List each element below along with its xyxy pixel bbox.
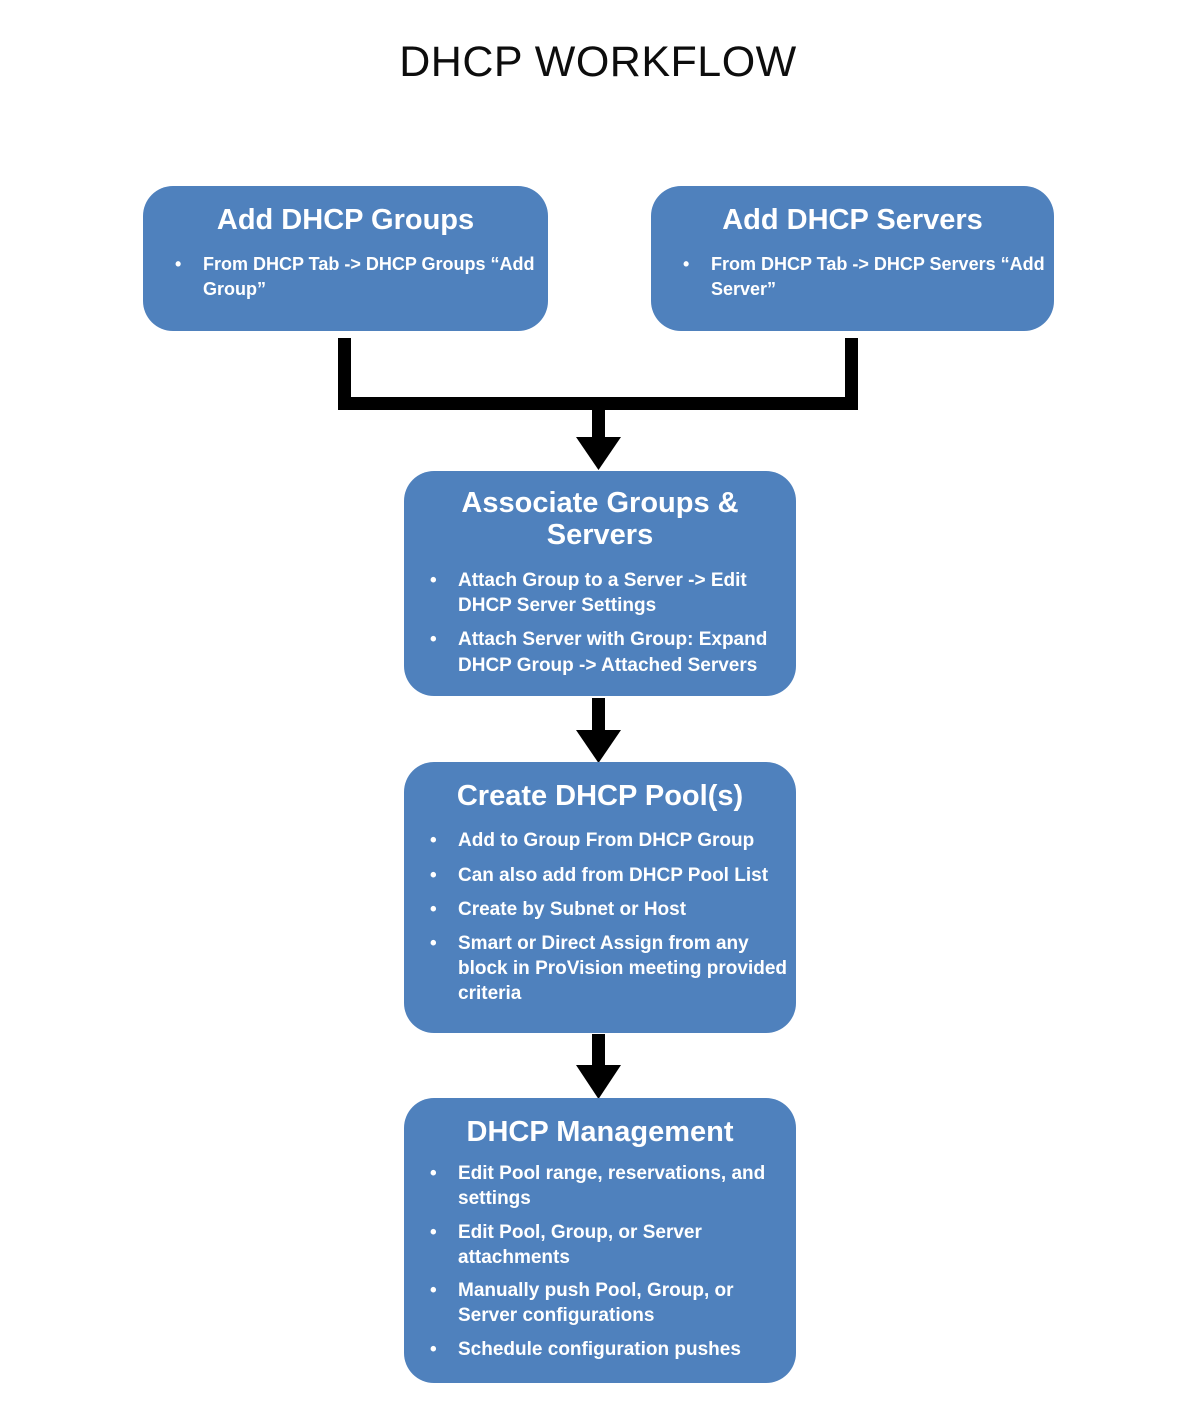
connector-pools-to-management (576, 1034, 621, 1099)
node-bullets-associate-groups-servers: • Attach Group to a Server -> Edit DHCP … (404, 568, 796, 678)
list-item-text: Edit Pool, Group, or Server attachments (458, 1221, 702, 1268)
bullet-icon: • (430, 830, 437, 852)
list-item: • Edit Pool range, reservations, and set… (430, 1162, 796, 1211)
bullet-icon: • (175, 254, 182, 275)
list-item-text: Can also add from DHCP Pool List (458, 864, 769, 886)
bullet-icon: • (430, 1280, 437, 1302)
list-item: • Edit Pool, Group, or Server attachment… (430, 1221, 796, 1270)
list-item-text: Create by Subnet or Host (458, 898, 687, 920)
bullet-icon: • (430, 932, 437, 954)
node-bullets-dhcp-management: • Edit Pool range, reservations, and set… (404, 1162, 796, 1362)
bullet-icon: • (430, 569, 437, 591)
list-item: • Attach Group to a Server -> Edit DHCP … (430, 568, 796, 619)
list-item-text: Schedule configuration pushes (458, 1338, 741, 1360)
node-bullets-add-dhcp-groups: • From DHCP Tab -> DHCP Groups “Add Grou… (143, 252, 548, 301)
node-title-dhcp-management: DHCP Management (466, 1116, 734, 1148)
list-item: • From DHCP Tab -> DHCP Groups “Add Grou… (175, 252, 548, 301)
list-item: • Manually push Pool, Group, or Server c… (430, 1279, 796, 1328)
node-title-associate-groups-servers: Associate Groups & Servers (461, 487, 739, 552)
node-create-dhcp-pools[interactable]: Create DHCP Pool(s) • Add to Group From … (404, 762, 796, 1033)
bullet-icon: • (430, 629, 437, 651)
node-add-dhcp-groups[interactable]: Add DHCP Groups • From DHCP Tab -> DHCP … (143, 186, 548, 331)
page-title: DHCP WORKFLOW (399, 38, 797, 86)
list-item-text: Edit Pool range, reservations, and setti… (458, 1163, 766, 1210)
list-item-text: Smart or Direct Assign from any block in… (458, 932, 788, 1004)
list-item: • Add to Group From DHCP Group (430, 828, 796, 853)
bullet-icon: • (430, 1163, 437, 1185)
list-item-text: Attach Group to a Server -> Edit DHCP Se… (458, 569, 747, 617)
list-item: • Attach Server with Group: Expand DHCP … (430, 627, 796, 678)
list-item-text: Manually push Pool, Group, or Server con… (458, 1280, 734, 1326)
node-associate-groups-servers[interactable]: Associate Groups & Servers • Attach Grou… (404, 471, 796, 696)
list-item: • Schedule configuration pushes (430, 1338, 796, 1363)
list-item: • From DHCP Tab -> DHCP Servers “Add Ser… (683, 252, 1054, 301)
list-item: • Can also add from DHCP Pool List (430, 863, 796, 888)
node-title-add-dhcp-servers: Add DHCP Servers (722, 204, 983, 236)
node-add-dhcp-servers[interactable]: Add DHCP Servers • From DHCP Tab -> DHCP… (651, 186, 1054, 331)
bullet-icon: • (430, 1221, 437, 1243)
bullet-icon: • (430, 864, 437, 886)
node-title-add-dhcp-groups: Add DHCP Groups (216, 204, 475, 236)
node-bullets-add-dhcp-servers: • From DHCP Tab -> DHCP Servers “Add Ser… (651, 252, 1054, 301)
connector-associate-to-pools (576, 698, 621, 763)
list-item-text: From DHCP Tab -> DHCP Groups “Add Group” (203, 254, 535, 299)
list-item: • Smart or Direct Assign from any block … (430, 931, 796, 1006)
list-item: • Create by Subnet or Host (430, 897, 796, 922)
node-bullets-create-dhcp-pools: • Add to Group From DHCP Group • Can als… (404, 828, 796, 1005)
bullet-icon: • (683, 254, 690, 275)
bullet-icon: • (430, 898, 437, 920)
list-item-text: Add to Group From DHCP Group (458, 830, 755, 852)
connector-merge-to-associate (338, 338, 858, 470)
list-item-text: Attach Server with Group: Expand DHCP Gr… (458, 629, 768, 676)
node-title-create-dhcp-pools: Create DHCP Pool(s) (456, 780, 744, 812)
list-item-text: From DHCP Tab -> DHCP Servers “Add Serve… (711, 254, 1045, 299)
bullet-icon: • (430, 1338, 437, 1360)
node-dhcp-management[interactable]: DHCP Management • Edit Pool range, reser… (404, 1098, 796, 1383)
